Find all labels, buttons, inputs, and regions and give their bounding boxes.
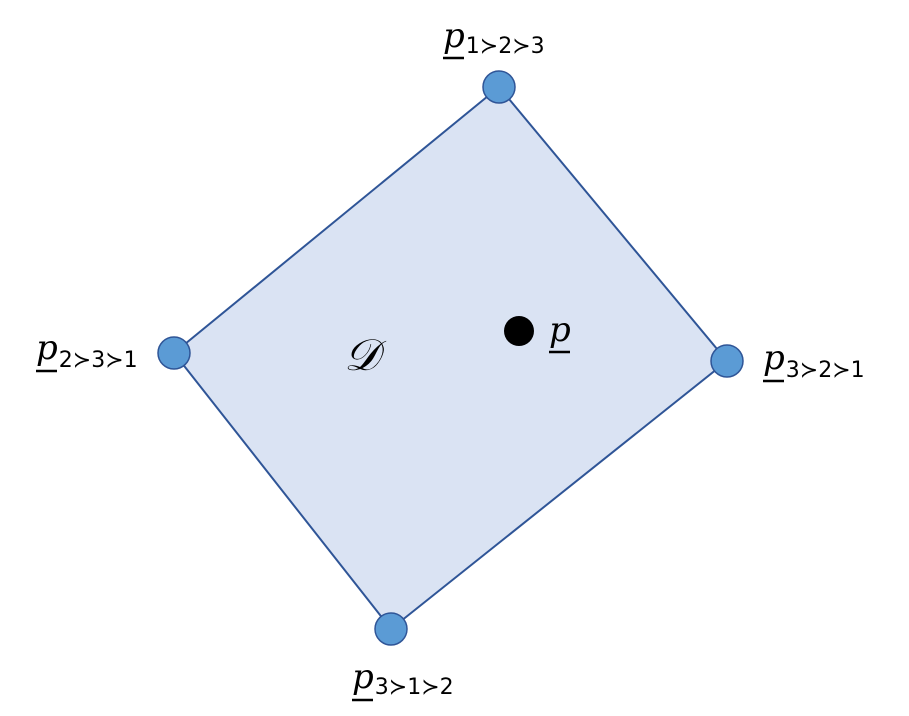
vertex-top-label-text: p1≻2≻3 — [443, 16, 545, 59]
vertex-top-label: p1≻2≻3 — [443, 16, 545, 60]
vertex-right — [710, 344, 744, 378]
interior-point-label-text: p — [549, 310, 571, 350]
vertex-bottom — [374, 612, 408, 646]
vertex-left — [157, 336, 191, 370]
vertex-bottom-label: p3≻1≻2 — [352, 657, 454, 702]
vertex-top — [482, 70, 516, 104]
vertex-left-label-text: p2≻3≻1 — [36, 328, 138, 373]
interior-point-label: p — [549, 310, 571, 354]
vertex-bottom-label-text: p3≻1≻2 — [352, 657, 454, 700]
vertex-right-label-text: p3≻2≻1 — [763, 338, 865, 383]
vertex-left-label: p2≻3≻1 — [36, 328, 138, 373]
vertex-right-label: p3≻2≻1 — [763, 338, 865, 383]
region-d — [172, 85, 729, 631]
interior-point — [504, 316, 534, 346]
